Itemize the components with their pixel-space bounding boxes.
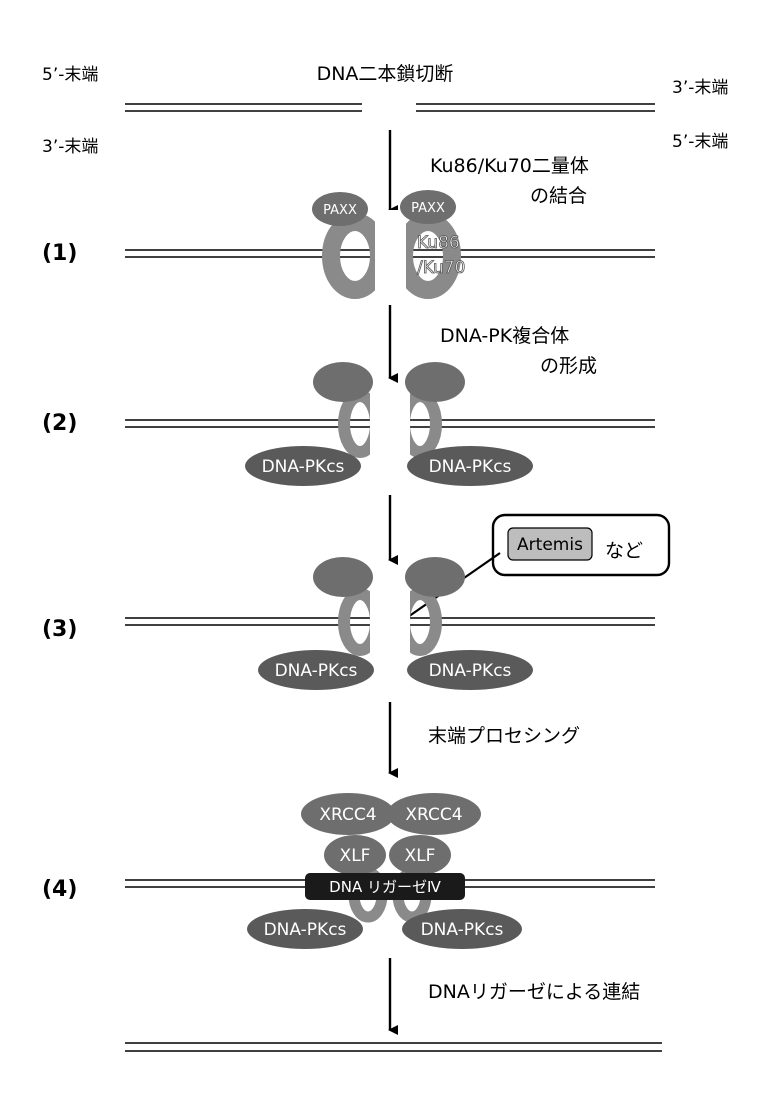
arrow1-label-line1: Ku86/Ku70二量体	[430, 155, 589, 177]
step-label-1: (1)	[42, 241, 77, 266]
paxx-left	[312, 192, 368, 226]
xrcc4-right	[387, 793, 481, 835]
arrow2-label-line1: DNA-PK複合体	[440, 325, 569, 347]
dnapkcs-left-step-2	[245, 446, 361, 486]
paxx-left-label: PAXX	[323, 203, 357, 218]
arrow4-label: 末端プロセシング	[428, 725, 580, 747]
end-label-left-top: 5’-末端	[42, 65, 98, 85]
dnapkcs-right-step-2	[407, 446, 533, 486]
cap-right-step-3	[405, 557, 465, 597]
arrow2-label-line2: の形成	[540, 355, 597, 377]
dnapkcs-right-step-3	[407, 650, 533, 690]
xrcc4-left	[301, 793, 395, 835]
step-label-4: (4)	[42, 877, 77, 902]
dna-broken-initial	[125, 103, 655, 112]
dna-ligase-iv-label: DNA リガーゼⅣ	[329, 878, 441, 896]
end-label-right-top: 3’-末端	[672, 78, 728, 98]
end-label-right-bottom: 5’-末端	[672, 132, 728, 152]
dnapkcs-left-step-2-label: DNA-PKcs	[262, 457, 345, 477]
xlf-right	[389, 835, 451, 875]
dnapkcs-right-step-4-label: DNA-PKcs	[421, 920, 504, 940]
xlf-left	[324, 835, 386, 875]
ku-label-line2: /Ku70	[417, 258, 465, 278]
dna-joined-final	[125, 1042, 662, 1052]
artemis-suffix: など	[605, 540, 643, 562]
dnapkcs-right-step-2-label: DNA-PKcs	[429, 457, 512, 477]
step-label-2: (2)	[42, 411, 77, 436]
xrcc4-left-label: XRCC4	[319, 805, 376, 825]
xlf-left-label: XLF	[340, 846, 371, 866]
paxx-right-label: PAXX	[411, 201, 445, 216]
dnapkcs-right-step-4	[402, 909, 522, 949]
step-label-3: (3)	[42, 617, 77, 642]
dna-ligase-iv-bar	[305, 873, 465, 900]
cap-right-step-2	[405, 362, 465, 402]
cap-left-step-2	[313, 362, 373, 402]
artemis-box	[507, 527, 593, 561]
dnapkcs-left-step-3-label: DNA-PKcs	[275, 661, 358, 681]
artemis-label: Artemis	[517, 535, 583, 555]
dnapkcs-right-step-3-label: DNA-PKcs	[429, 661, 512, 681]
dnapkcs-left-step-4-label: DNA-PKcs	[264, 920, 347, 940]
cap-left-step-3	[313, 557, 373, 597]
dnapkcs-left-step-4	[247, 909, 363, 949]
xlf-right-label: XLF	[405, 846, 436, 866]
xrcc4-right-label: XRCC4	[405, 805, 462, 825]
title: DNA二本鎖切断	[317, 63, 454, 85]
dnapkcs-left-step-3	[258, 650, 374, 690]
ku-label-line1: Ku86	[417, 233, 460, 253]
paxx-right	[400, 190, 456, 224]
arrow5-label: DNAリガーゼによる連結	[428, 981, 640, 1003]
arrow1-label-line2: の結合	[530, 185, 587, 207]
end-label-left-bottom: 3’-末端	[42, 137, 98, 157]
